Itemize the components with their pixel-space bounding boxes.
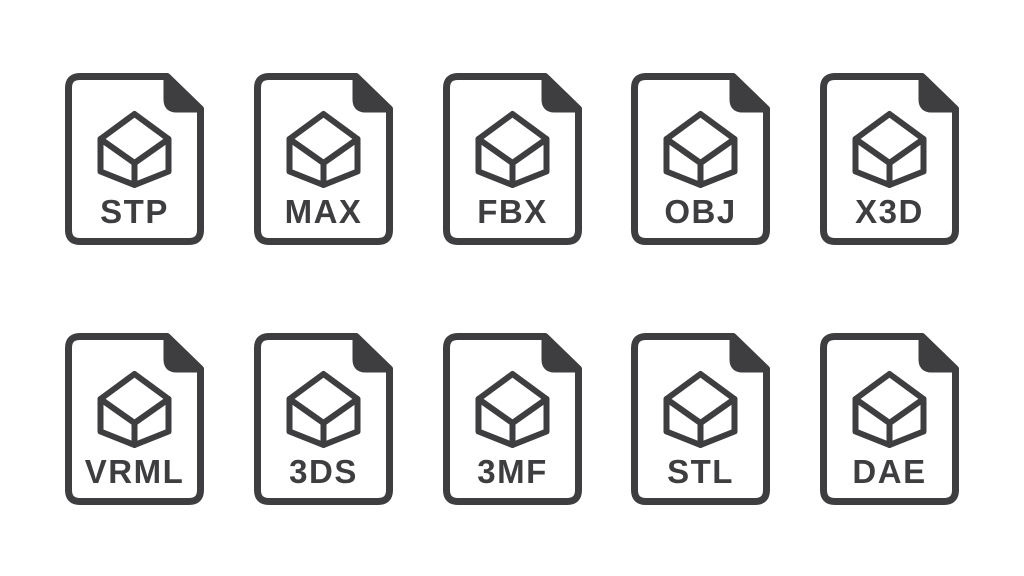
file-format-label: X3D	[855, 193, 924, 230]
page-shape	[253, 73, 393, 245]
file-format-label: DAE	[852, 453, 926, 490]
page-shape	[442, 73, 582, 245]
page-shape	[65, 333, 204, 505]
file-format-label: 3MF	[477, 453, 548, 490]
folded-corner-icon	[729, 73, 771, 113]
document-outline-icon: DAE	[820, 333, 959, 505]
folded-corner-icon	[541, 73, 582, 113]
file-icon-dae: DAE	[820, 333, 959, 505]
3d-cube-icon	[475, 111, 549, 188]
document-outline-icon: OBJ	[631, 73, 771, 245]
file-icon-stl: STL	[631, 333, 771, 505]
page-shape	[253, 333, 393, 505]
folded-corner-icon	[541, 333, 582, 373]
folded-corner-icon	[918, 73, 959, 113]
file-icon-vrml: VRML	[65, 333, 204, 505]
document-outline-icon: STL	[631, 333, 771, 505]
file-format-label: STL	[667, 453, 734, 490]
folded-corner-icon	[163, 73, 204, 113]
icon-row-bottom: VRML 3DS	[65, 333, 959, 505]
file-icon-obj: OBJ	[631, 73, 771, 245]
file-icon-fbx: FBX	[442, 73, 582, 245]
document-outline-icon: 3MF	[442, 333, 582, 505]
icon-row-top: STP MAX	[65, 73, 959, 245]
3d-cube-icon	[97, 371, 172, 448]
3d-cube-icon	[475, 371, 549, 448]
file-icon-3ds: 3DS	[253, 333, 393, 505]
folded-corner-icon	[918, 333, 959, 373]
document-outline-icon: VRML	[65, 333, 204, 505]
page-shape	[631, 333, 771, 505]
folded-corner-icon	[352, 73, 393, 113]
folded-corner-icon	[352, 333, 393, 373]
page-shape	[820, 73, 959, 245]
page-shape	[820, 333, 959, 505]
3d-cube-icon	[286, 111, 361, 188]
document-outline-icon: X3D	[820, 73, 959, 245]
3d-cube-icon	[852, 371, 927, 448]
file-format-label: 3DS	[289, 453, 358, 490]
file-format-label: OBJ	[665, 193, 737, 230]
document-outline-icon: FBX	[442, 73, 582, 245]
file-format-label: STP	[100, 193, 169, 230]
3d-cube-icon	[286, 371, 361, 448]
document-outline-icon: 3DS	[253, 333, 393, 505]
document-outline-icon: STP	[65, 73, 204, 245]
page-shape	[442, 333, 582, 505]
3d-cube-icon	[97, 111, 172, 188]
file-icon-3mf: 3MF	[442, 333, 582, 505]
file-icon-grid: STP MAX	[65, 73, 959, 505]
3d-cube-icon	[663, 371, 738, 448]
file-icon-max: MAX	[253, 73, 393, 245]
file-format-label: FBX	[477, 193, 548, 230]
file-format-label: VRML	[85, 453, 185, 490]
page-shape	[631, 73, 771, 245]
file-format-label: MAX	[284, 193, 362, 230]
file-icon-stp: STP	[65, 73, 204, 245]
page-shape	[65, 73, 204, 245]
folded-corner-icon	[163, 333, 204, 373]
file-icon-x3d: X3D	[820, 73, 959, 245]
folded-corner-icon	[729, 333, 771, 373]
3d-cube-icon	[852, 111, 927, 188]
3d-cube-icon	[663, 111, 738, 188]
document-outline-icon: MAX	[253, 73, 393, 245]
